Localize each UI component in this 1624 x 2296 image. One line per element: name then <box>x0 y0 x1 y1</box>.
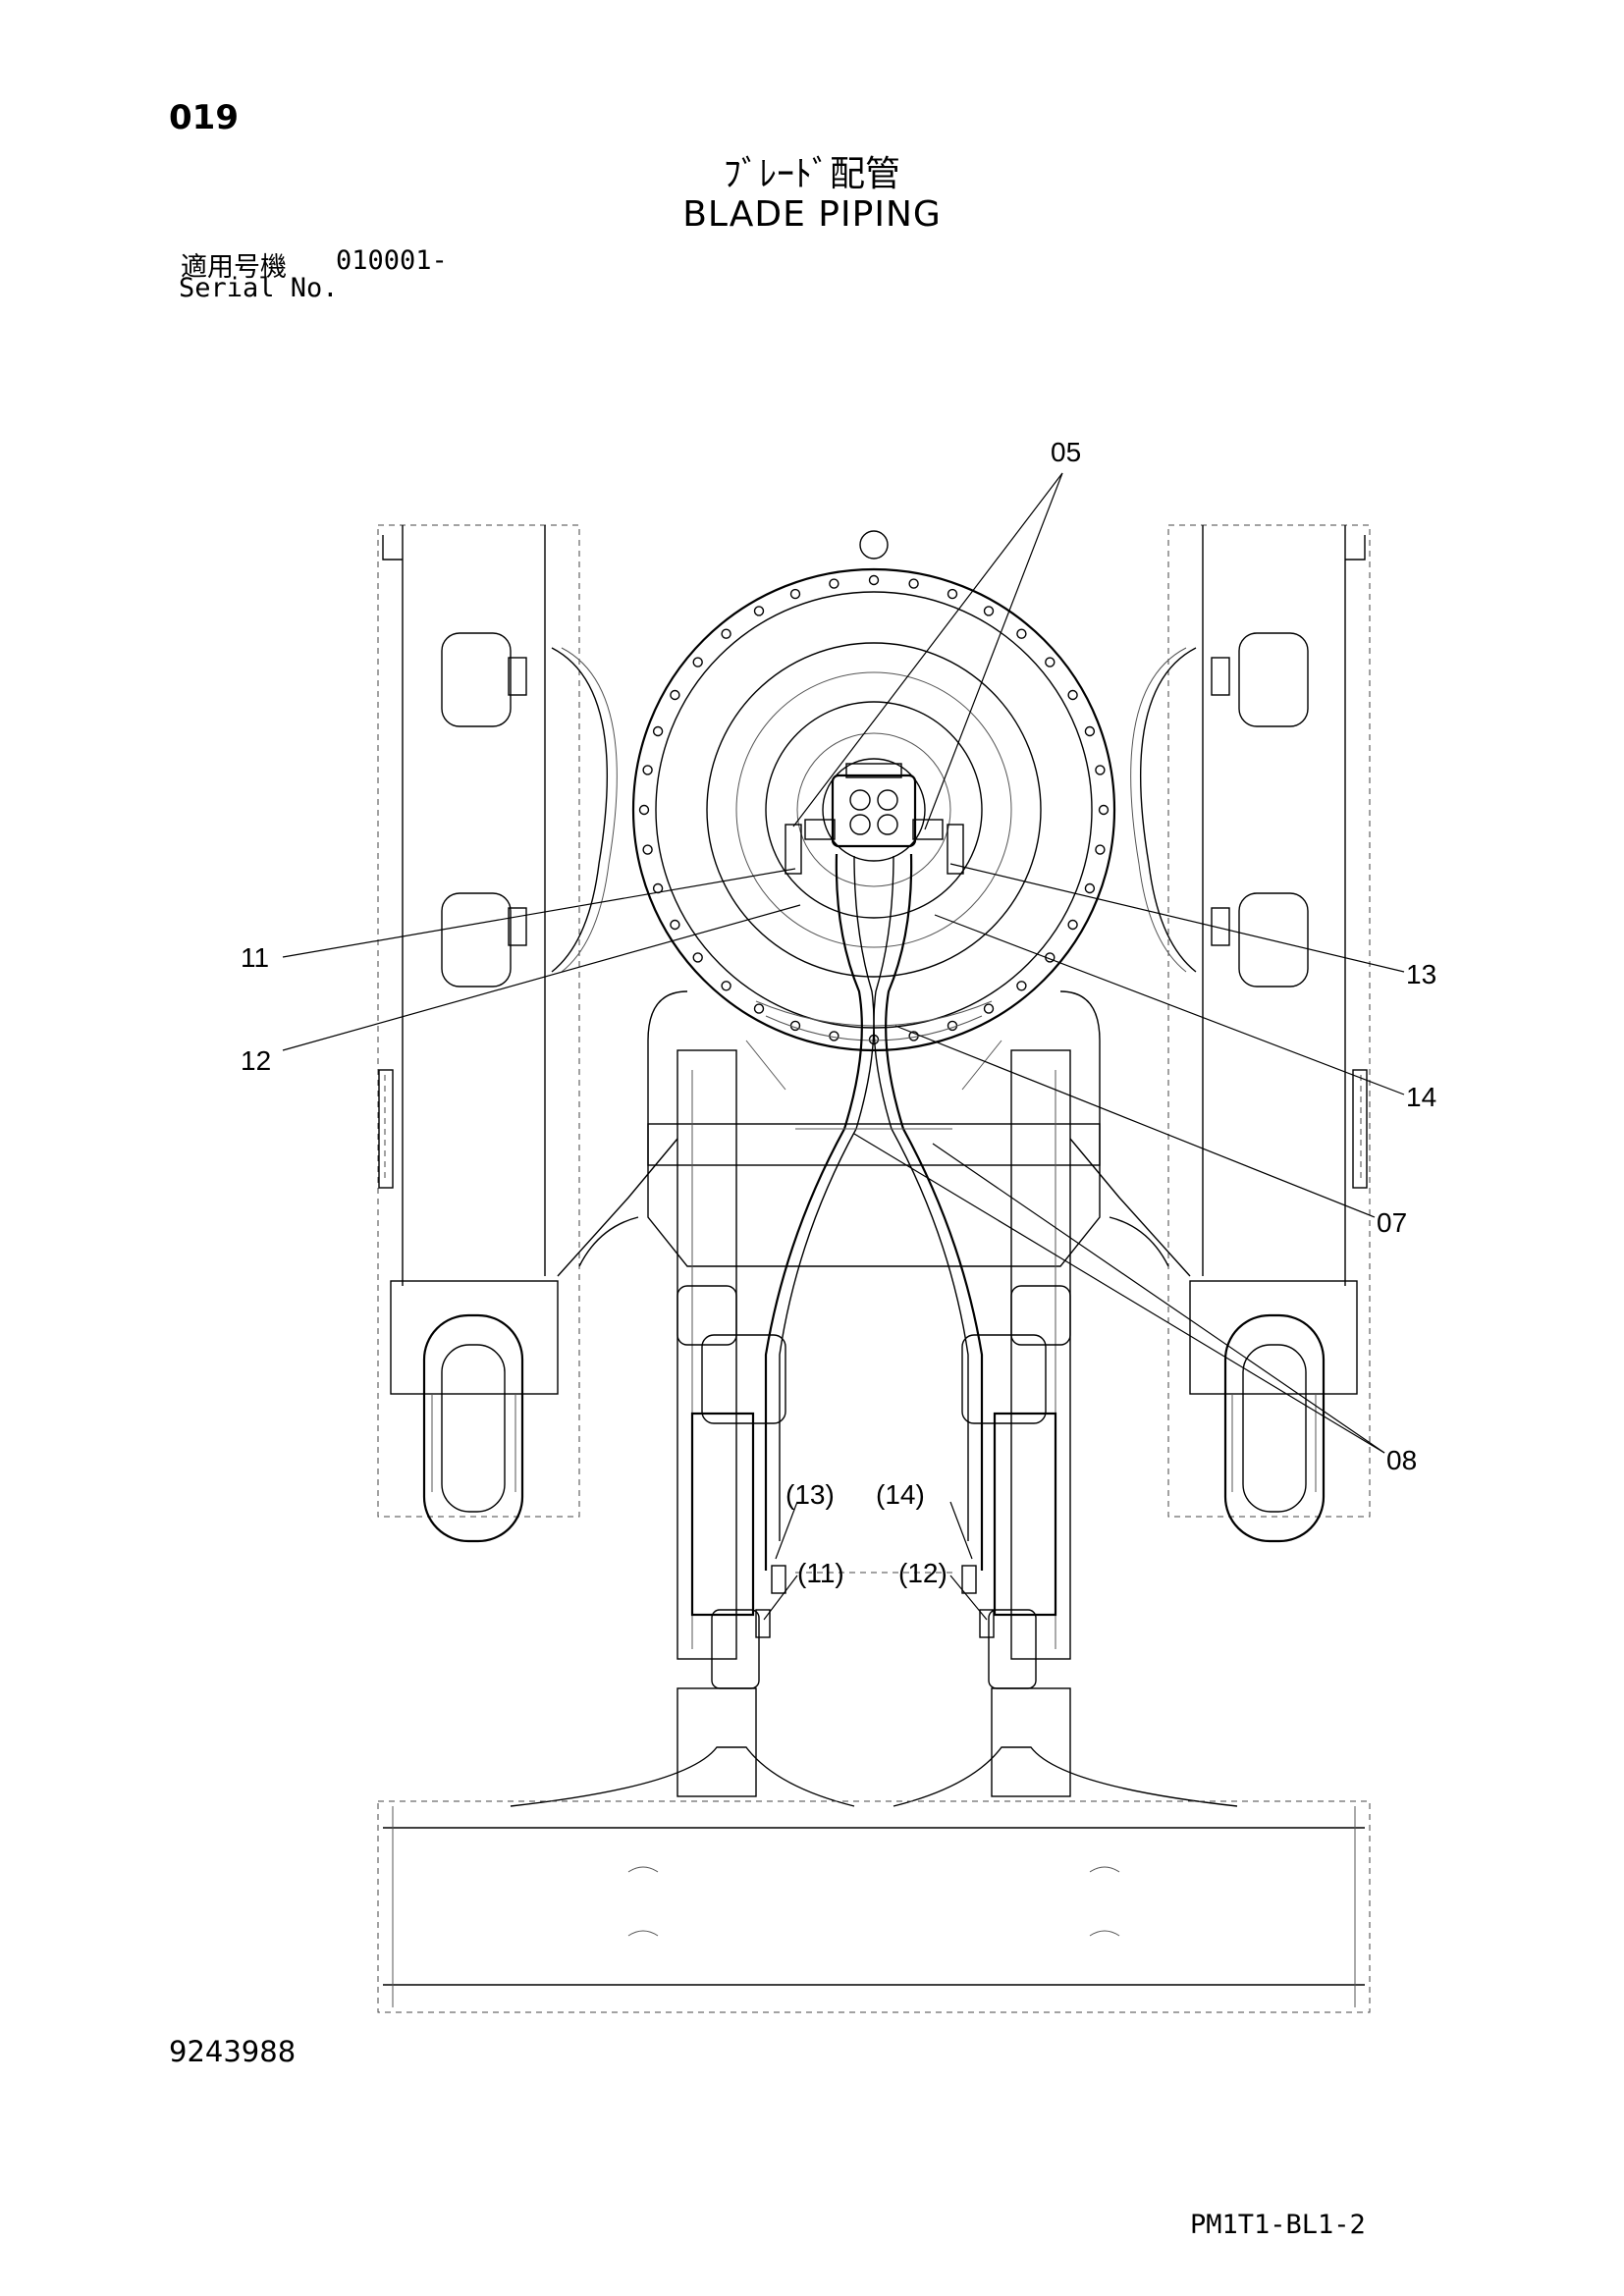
callout-14: 14 <box>1406 1082 1436 1112</box>
left-blade-cylinder <box>677 1285 786 1797</box>
callout-13-paren: (13) <box>785 1479 835 1510</box>
callout-08: 08 <box>1386 1445 1417 1475</box>
callout-labels: 05 11 12 13 14 07 08 (13) (14) (11) (12) <box>241 437 1436 1588</box>
bolt-hole <box>670 689 680 701</box>
bolt-hole <box>868 574 880 586</box>
bolt-hole <box>947 588 958 600</box>
blade-hoses <box>755 853 995 1638</box>
serial-value: 010001- <box>336 245 448 276</box>
bolt-hole <box>1084 882 1096 894</box>
bolt-hole <box>670 919 680 931</box>
bolt-hole <box>692 657 703 667</box>
title-english: BLADE PIPING <box>682 194 942 235</box>
bolt-hole <box>1095 765 1106 775</box>
document-number: 9243988 <box>169 2035 297 2068</box>
callout-11: 11 <box>241 942 269 973</box>
bolt-hole <box>1084 725 1096 737</box>
bolt-hole <box>721 628 731 639</box>
left-track-frame <box>377 524 678 1543</box>
bolt-hole <box>1098 804 1110 816</box>
page-number: 019 <box>169 98 239 137</box>
bolt-hole <box>829 1031 839 1041</box>
callout-07: 07 <box>1377 1207 1407 1238</box>
bolt-hole <box>642 844 653 855</box>
callout-13: 13 <box>1406 959 1436 989</box>
dozer-blade <box>377 1746 1371 2013</box>
center-frame <box>647 990 1101 1660</box>
sheet-code: PM1T1-BL1-2 <box>1190 2210 1366 2240</box>
bolt-hole <box>908 578 919 589</box>
leader-lines <box>282 472 1405 1621</box>
bolt-hole <box>1016 628 1027 639</box>
serial-label-japanese: 適用号機 <box>181 252 287 283</box>
bolt-hole <box>1095 844 1106 855</box>
bolt-hole <box>1016 981 1027 991</box>
bolt-hole <box>1067 919 1078 931</box>
bolt-hole <box>1045 657 1056 667</box>
bolt-hole <box>753 1003 765 1014</box>
title-japanese: ﾌﾞﾚｰﾄﾞ配管 <box>723 154 900 194</box>
bolt-hole <box>692 952 703 963</box>
center-joint <box>785 763 964 875</box>
callout-12: 12 <box>241 1045 271 1076</box>
bolt-hole <box>983 1003 995 1014</box>
callout-11-paren: (11) <box>797 1558 844 1588</box>
callout-12-paren: (12) <box>898 1558 947 1588</box>
bolt-hole <box>652 725 664 737</box>
right-blade-cylinder <box>961 1285 1071 1797</box>
bolt-hole <box>789 588 801 600</box>
bolt-hole <box>638 804 650 816</box>
bolt-hole <box>721 981 731 991</box>
callout-05: 05 <box>1051 437 1081 467</box>
right-track-frame <box>1069 524 1371 1543</box>
bolt-hole <box>829 578 839 589</box>
bolt-hole <box>753 606 765 616</box>
bolt-hole <box>983 606 995 616</box>
callout-14-paren: (14) <box>876 1479 925 1510</box>
bolt-holes <box>638 574 1110 1045</box>
bolt-hole <box>1067 689 1078 701</box>
serial-label-english: Serial No. <box>179 273 339 303</box>
bolt-hole <box>642 765 653 775</box>
